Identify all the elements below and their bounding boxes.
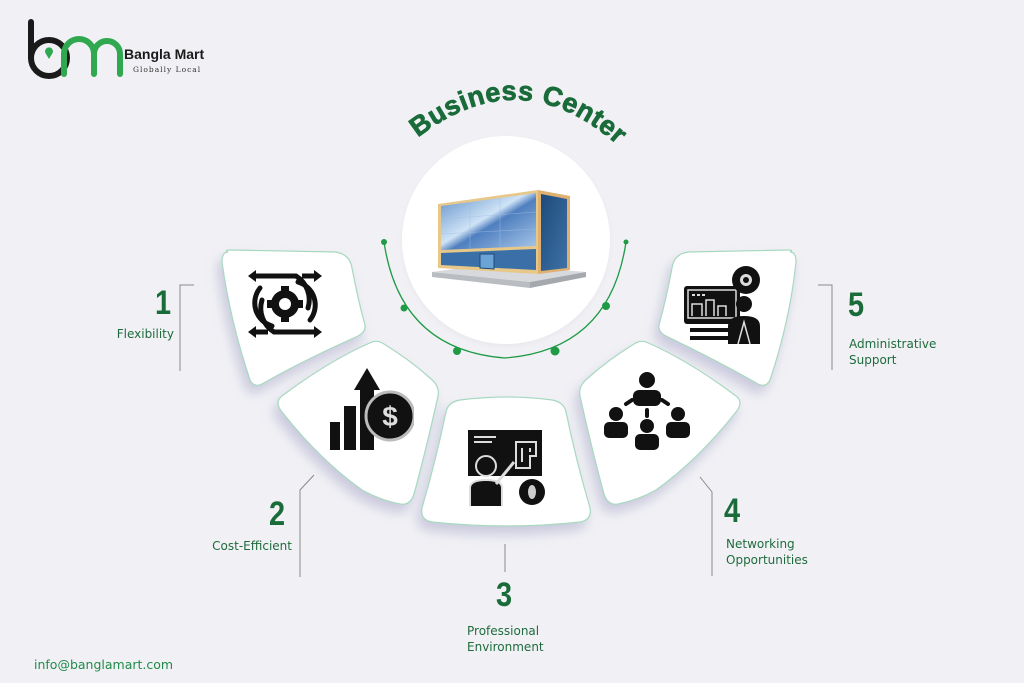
item-number-1: 1 (155, 284, 172, 322)
svg-text:$: $ (382, 401, 398, 432)
item-number-3: 3 (496, 576, 513, 614)
cost-growth-dollar-icon: $ (330, 368, 414, 450)
item-number-4: 4 (724, 492, 741, 530)
page-title: Business Center (403, 75, 633, 150)
decorative-arc (381, 239, 629, 359)
item-label-1: Flexibility (116, 327, 174, 341)
brand-name: Bangla Mart (124, 46, 205, 62)
segment-card-4[interactable] (579, 340, 741, 505)
item-label-2: Cost-Efficient (212, 539, 292, 553)
brand-tagline: Globally Local (133, 65, 202, 74)
item-number-5: 5 (848, 286, 865, 324)
item-label-3a: Professional (467, 624, 540, 638)
professional-presenter-icon (468, 430, 545, 506)
item-label-5a: Administrative (849, 337, 937, 351)
item-label-4b: Opportunities (726, 553, 808, 567)
item-label-4a: Networking (726, 537, 795, 551)
admin-support-icon (684, 266, 760, 345)
item-label-3b: Environment (467, 640, 544, 654)
item-number-2: 2 (269, 495, 286, 533)
item-label-5b: Support (849, 353, 897, 367)
segment-card-2[interactable] (277, 340, 439, 505)
contact-email-link[interactable]: info@banglamart.com (34, 657, 174, 672)
flexibility-gear-arrows-icon (248, 270, 322, 338)
bm-logo-icon (28, 19, 123, 79)
brand-logo: Bangla Mart Globally Local (24, 18, 224, 80)
network-people-icon (604, 372, 690, 450)
segment-card-1[interactable] (221, 249, 366, 386)
office-building-icon (432, 190, 586, 288)
